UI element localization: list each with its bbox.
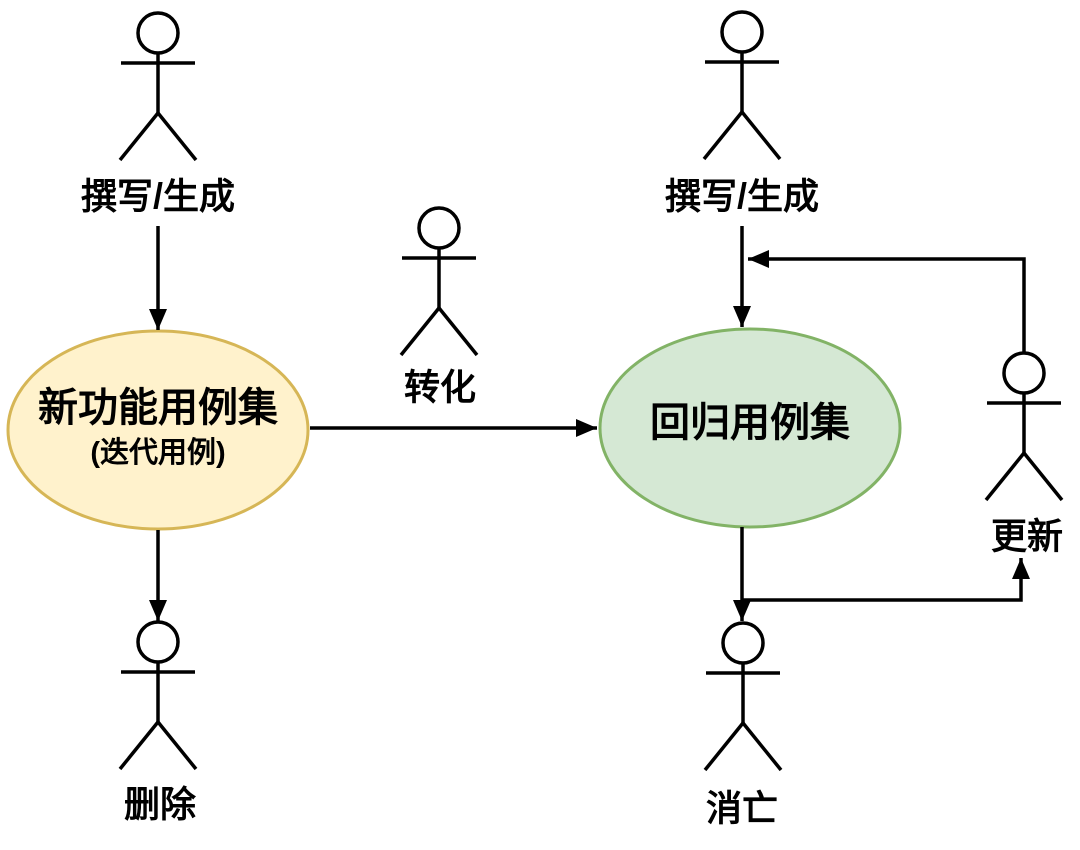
actor-delete	[118, 620, 198, 771]
actor-left-leg	[984, 451, 1026, 502]
actor-left-leg	[399, 306, 441, 357]
actor-left-leg	[118, 720, 160, 771]
actor-author-right	[702, 10, 782, 161]
edge-update-loop-back	[748, 250, 1026, 352]
actor-right-leg	[741, 721, 783, 772]
actor-left-leg	[702, 110, 744, 161]
actor-head-icon	[417, 206, 461, 250]
actor-delete-label: 删除	[124, 784, 197, 825]
actor-author-left-label: 撰写/生成	[81, 176, 235, 217]
actor-right-leg	[156, 111, 198, 162]
actor-left-leg	[118, 111, 160, 162]
actor-head-icon	[1002, 351, 1046, 395]
actor-right-leg	[1022, 451, 1064, 502]
actor-transform-label: 转化	[404, 367, 476, 408]
actor-author-right-label: 撰写/生成	[665, 176, 819, 217]
actor-extinct-label: 消亡	[706, 788, 778, 829]
actor-author-left	[118, 11, 198, 162]
actor-head-icon	[721, 621, 765, 665]
actor-right-leg	[437, 306, 479, 357]
node-regression-set: 回归用例集	[598, 327, 902, 529]
regression-set-ellipse	[598, 327, 902, 529]
actor-extinct	[703, 621, 783, 772]
new-feature-set-ellipse	[6, 329, 310, 531]
actor-head-icon	[136, 11, 180, 55]
new-feature-set-subtitle: (迭代用例)	[90, 435, 225, 469]
actor-left-leg	[703, 721, 745, 772]
regression-set-title: 回归用例集	[650, 401, 850, 445]
actor-right-leg	[156, 720, 198, 771]
actor-update-label: 更新	[991, 516, 1063, 557]
actor-transform	[399, 206, 479, 357]
actor-head-icon	[136, 620, 180, 664]
node-new-feature-set: 新功能用例集 (迭代用例)	[6, 329, 310, 531]
actor-update	[984, 351, 1064, 502]
actor-head-icon	[720, 10, 764, 54]
edge-regression-to-update	[742, 558, 1030, 602]
actor-right-leg	[740, 110, 782, 161]
new-feature-set-title: 新功能用例集	[38, 386, 278, 430]
